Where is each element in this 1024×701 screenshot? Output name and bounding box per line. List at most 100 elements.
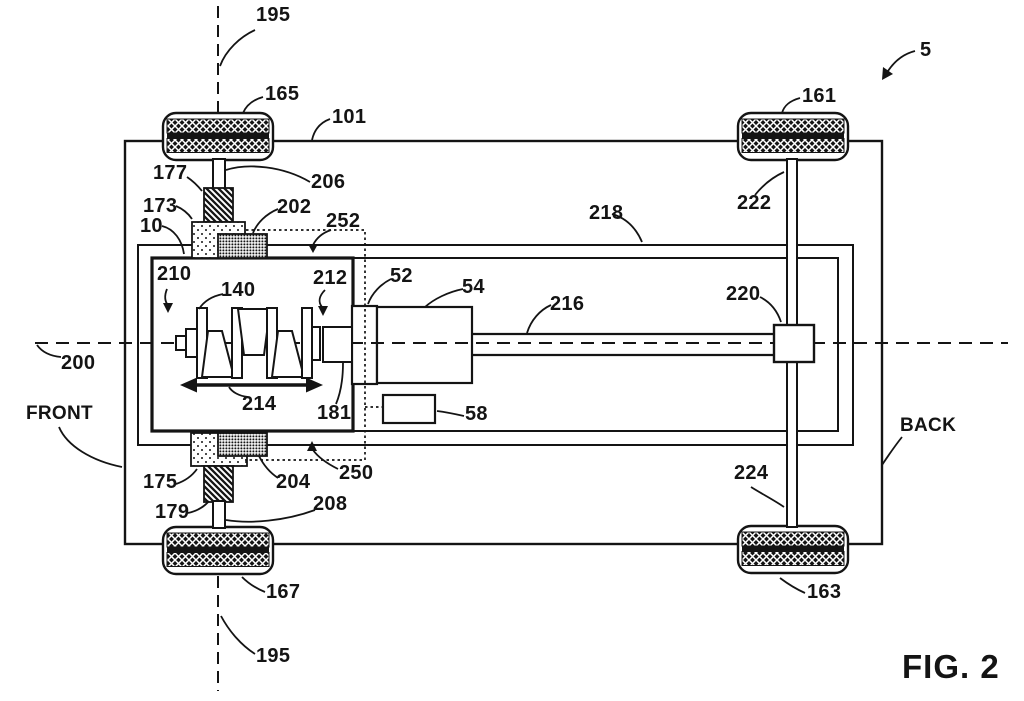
leader-216: [526, 304, 552, 334]
label-220: 220: [726, 283, 761, 305]
label-195-top: 195: [256, 4, 291, 26]
motion-arrow-214: [180, 377, 323, 393]
arrowhead-210: [163, 303, 173, 313]
label-206: 206: [311, 171, 346, 193]
leader-195-bottom: [220, 615, 256, 655]
label-163: 163: [807, 581, 842, 603]
label-216: 216: [550, 293, 585, 315]
block-54: [375, 305, 474, 385]
label-10: 10: [140, 215, 163, 237]
leader-163: [779, 577, 806, 594]
label-5: 5: [920, 39, 932, 61]
label-167: 167: [266, 581, 301, 603]
crankshaft: [175, 307, 353, 379]
leader-161: [781, 97, 801, 114]
leader-212: [318, 289, 326, 308]
leader-5: [887, 50, 916, 72]
label-210: 210: [157, 263, 192, 285]
crank-end-journal: [311, 326, 321, 361]
label-224: 224: [734, 462, 769, 484]
driveshaft-216: [472, 332, 776, 357]
leader-179: [187, 500, 210, 514]
arrowhead-252: [308, 244, 318, 253]
label-200: 200: [61, 352, 96, 374]
block-177: [203, 187, 234, 223]
label-222: 222: [737, 192, 772, 214]
label-250: 250: [339, 462, 374, 484]
label-214: 214: [242, 393, 277, 415]
leader-224: [750, 486, 785, 508]
leader-181: [335, 362, 344, 405]
label-202: 202: [277, 196, 312, 218]
label-140: 140: [221, 279, 256, 301]
leader-210: [164, 288, 169, 306]
wheel-front-bottom: [161, 525, 275, 576]
leader-250: [312, 449, 339, 470]
front-axle-shaft-bottom: [212, 500, 226, 529]
arrowheads: [163, 67, 893, 451]
wheel-rear-top: [736, 111, 850, 162]
front-suspension-bottom: [190, 432, 268, 529]
leader-54: [424, 288, 464, 308]
label-181: 181: [317, 402, 352, 424]
block-179: [203, 465, 234, 503]
leader-10: [161, 225, 185, 255]
leader-206: [225, 165, 311, 183]
leader-167: [241, 576, 266, 593]
leader-252: [312, 229, 332, 246]
leader-front: [58, 426, 123, 468]
block-52: [350, 304, 379, 386]
label-208: 208: [313, 493, 348, 515]
leader-101: [311, 118, 331, 141]
label-58: 58: [465, 403, 488, 425]
block-58: [381, 393, 437, 425]
leader-218: [611, 213, 643, 243]
label-165: 165: [265, 83, 300, 105]
label-54: 54: [462, 276, 485, 298]
label-177: 177: [153, 162, 188, 184]
arrowhead-250: [307, 441, 317, 451]
label-175: 175: [143, 471, 178, 493]
front-suspension-top: [191, 158, 268, 259]
leader-177: [186, 176, 203, 192]
dotted-boundary: [245, 229, 383, 461]
label-52: 52: [390, 265, 413, 287]
leader-165: [242, 96, 264, 114]
leader-back: [881, 436, 903, 466]
leader-222: [754, 171, 785, 196]
subframe-outer: [137, 244, 854, 446]
leader-202: [252, 208, 279, 234]
figure-caption: FIG. 2: [902, 648, 1000, 685]
wheel-front-top: [161, 111, 275, 162]
label-back: BACK: [900, 415, 957, 436]
block-202: [217, 233, 268, 259]
label-front: FRONT: [26, 403, 93, 424]
label-195-bottom: 195: [256, 645, 291, 667]
leader-214: [228, 386, 249, 398]
label-212: 212: [313, 267, 348, 289]
arrowhead-5: [882, 67, 893, 80]
leader-140: [198, 293, 224, 310]
leader-175: [175, 468, 198, 485]
leader-lines: [36, 29, 916, 655]
label-179: 179: [155, 501, 190, 523]
arrowhead-212: [318, 306, 328, 316]
label-101: 101: [332, 106, 367, 128]
leader-195-top: [219, 29, 256, 67]
leader-220: [759, 296, 782, 323]
label-161: 161: [802, 85, 837, 107]
label-218: 218: [589, 202, 624, 224]
block-204: [217, 432, 268, 457]
powertrain: [350, 304, 776, 425]
label-173: 173: [143, 195, 178, 217]
differential-220: [772, 323, 816, 364]
leader-173: [175, 205, 193, 220]
front-axle-shaft-top: [212, 158, 226, 191]
leader-200: [36, 344, 62, 358]
leader-208: [225, 509, 316, 523]
label-204: 204: [276, 471, 311, 493]
leader-204: [258, 455, 279, 479]
leader-58: [436, 410, 465, 417]
